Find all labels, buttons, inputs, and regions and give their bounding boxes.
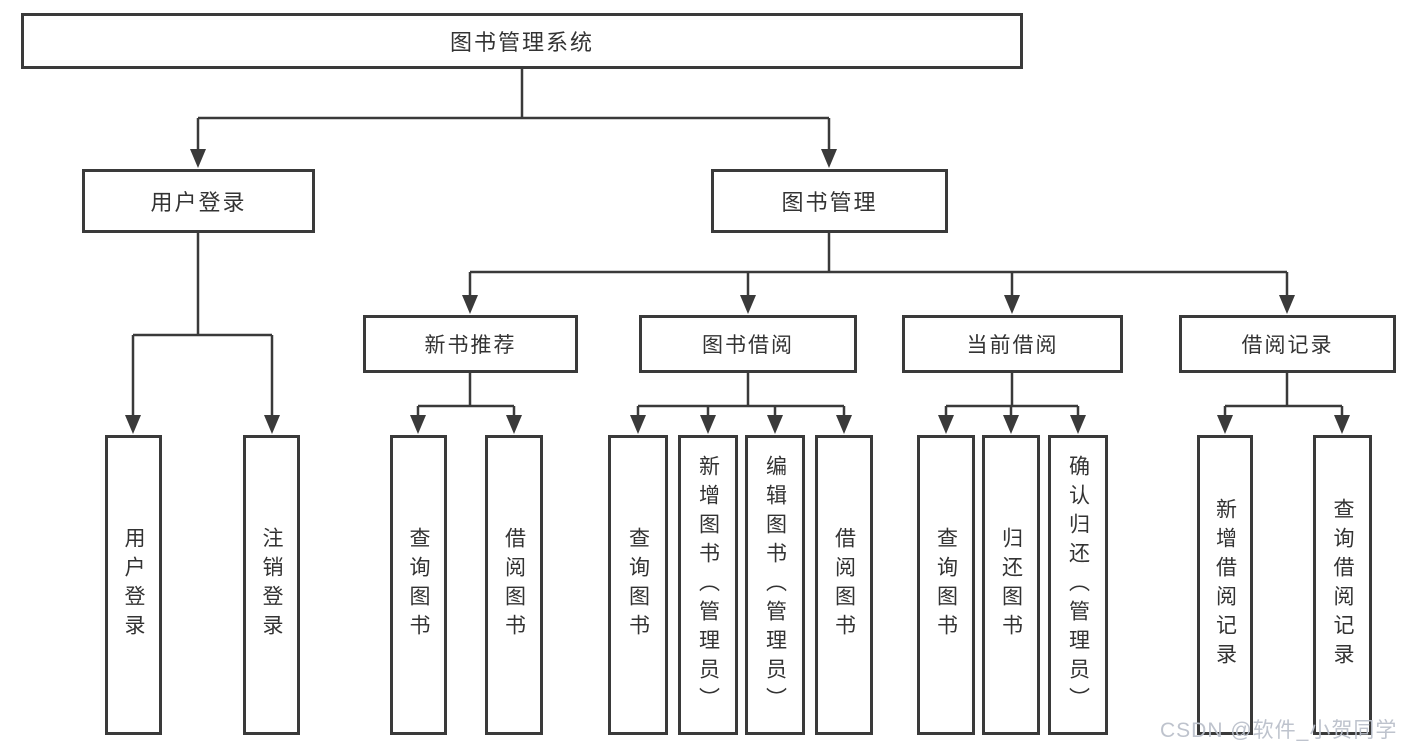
leaf-bb-borrow-books-label: 借阅图书: [832, 527, 856, 643]
leaf-logout-label: 注销登录: [260, 527, 283, 643]
leaf-user-login: 用户登录: [105, 435, 162, 735]
node-user-login-label: 用户登录: [150, 190, 247, 215]
node-book-borrowing: 图书借阅: [639, 315, 857, 373]
leaf-nbr-borrow-books: 借阅图书: [485, 435, 543, 735]
node-new-book-recommend-label: 新书推荐: [424, 334, 517, 357]
leaf-bb-query-books: 查询图书: [608, 435, 668, 735]
leaf-user-login-label: 用户登录: [122, 527, 145, 643]
leaf-br-query-record: 查询借阅记录: [1313, 435, 1372, 735]
leaf-bb-edit-books-admin: 编辑图书（管理员）: [745, 435, 805, 735]
node-new-book-recommend: 新书推荐: [363, 315, 578, 373]
leaf-cb-return-books-label: 归还图书: [999, 527, 1023, 643]
node-book-management-label: 图书管理: [781, 190, 878, 215]
node-book-management: 图书管理: [711, 169, 948, 233]
leaf-bb-borrow-books: 借阅图书: [815, 435, 873, 735]
node-borrowing-records-label: 借阅记录: [1241, 334, 1334, 357]
leaf-cb-return-books: 归还图书: [982, 435, 1040, 735]
leaf-nbr-borrow-books-label: 借阅图书: [502, 527, 526, 643]
leaf-br-add-record: 新增借阅记录: [1197, 435, 1253, 735]
leaf-bb-add-books-admin: 新增图书（管理员）: [678, 435, 738, 735]
leaf-br-add-record-label: 新增借阅记录: [1213, 498, 1237, 672]
node-borrowing-records: 借阅记录: [1179, 315, 1396, 373]
leaf-cb-query-books: 查询图书: [917, 435, 975, 735]
node-user-login: 用户登录: [82, 169, 315, 233]
watermark: CSDN @软件_小贺同学: [1160, 719, 1398, 742]
leaf-nbr-query-books-label: 查询图书: [407, 527, 430, 643]
leaf-bb-add-books-admin-label: 新增图书（管理员）: [696, 454, 720, 716]
node-system-root: 图书管理系统: [21, 13, 1023, 69]
node-system-root-label: 图书管理系统: [449, 30, 594, 55]
leaf-bb-edit-books-admin-label: 编辑图书（管理员）: [763, 454, 787, 716]
leaf-logout: 注销登录: [243, 435, 300, 735]
node-current-borrowing: 当前借阅: [902, 315, 1123, 373]
leaf-br-query-record-label: 查询借阅记录: [1331, 498, 1354, 672]
node-book-borrowing-label: 图书借阅: [702, 334, 794, 357]
leaf-cb-confirm-return-admin: 确认归还（管理员）: [1048, 435, 1108, 735]
node-current-borrowing-label: 当前借阅: [966, 334, 1059, 357]
leaf-bb-query-books-label: 查询图书: [626, 527, 650, 643]
leaf-cb-confirm-return-admin-label: 确认归还（管理员）: [1066, 454, 1090, 716]
leaf-cb-query-books-label: 查询图书: [934, 527, 958, 643]
leaf-nbr-query-books: 查询图书: [390, 435, 447, 735]
